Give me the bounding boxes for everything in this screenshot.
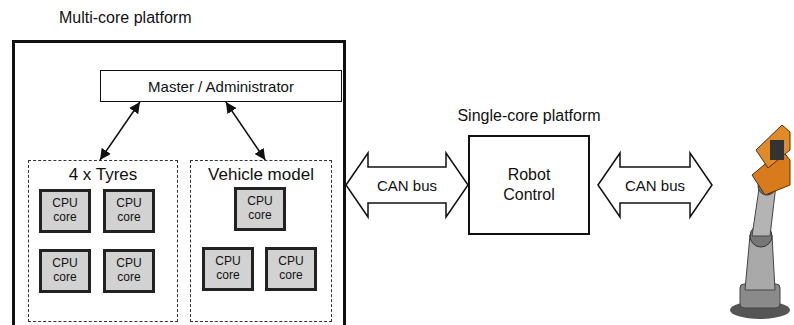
cpu-core-box: CPU core bbox=[202, 247, 254, 291]
industrial-robot bbox=[730, 125, 790, 319]
platform-heading: Single-core platform bbox=[457, 106, 600, 126]
cpu-core-box: CPU core bbox=[265, 247, 317, 291]
bus-label: CAN bus bbox=[623, 177, 687, 194]
node-label: Master / Administrator bbox=[148, 78, 294, 95]
group-box: 4 x TyresCPU coreCPU coreCPU coreCPU cor… bbox=[28, 160, 178, 322]
can-bus-arrow bbox=[346, 153, 468, 217]
node-label: CPU core bbox=[114, 197, 144, 225]
node-label: 4 x Tyres bbox=[29, 165, 177, 185]
node-label: CPU core bbox=[50, 257, 80, 285]
controller-box: Single-core platformRobot Control bbox=[468, 135, 590, 235]
cpu-core-box: CPU core bbox=[39, 249, 91, 293]
node-label: Robot Control bbox=[493, 165, 565, 205]
platform-box: Multi-core platformMaster / Administrato… bbox=[12, 40, 346, 325]
bus-label: CAN bus bbox=[375, 177, 439, 194]
can-bus-arrow bbox=[598, 153, 712, 217]
node-label: CPU core bbox=[50, 197, 80, 225]
bidirectional-arrow bbox=[100, 102, 140, 160]
node-label: CPU core bbox=[114, 257, 144, 285]
cpu-core-box: CPU core bbox=[103, 249, 155, 293]
bidirectional-arrow bbox=[226, 102, 265, 160]
cpu-core-box: CPU core bbox=[39, 189, 91, 233]
cpu-core-box: CPU core bbox=[103, 189, 155, 233]
cpu-core-box: CPU core bbox=[234, 187, 286, 231]
platform-heading: Multi-core platform bbox=[59, 9, 191, 27]
robot-tool bbox=[770, 140, 784, 160]
node-label: CPU core bbox=[276, 255, 306, 283]
node-label: CPU core bbox=[245, 195, 275, 223]
node-label: CPU core bbox=[213, 255, 243, 283]
group-box: Vehicle modelCPU coreCPU coreCPU core bbox=[190, 160, 332, 322]
process-box: Master / Administrator bbox=[100, 70, 342, 102]
node-label: Vehicle model bbox=[191, 165, 331, 185]
robot-head bbox=[756, 125, 790, 168]
